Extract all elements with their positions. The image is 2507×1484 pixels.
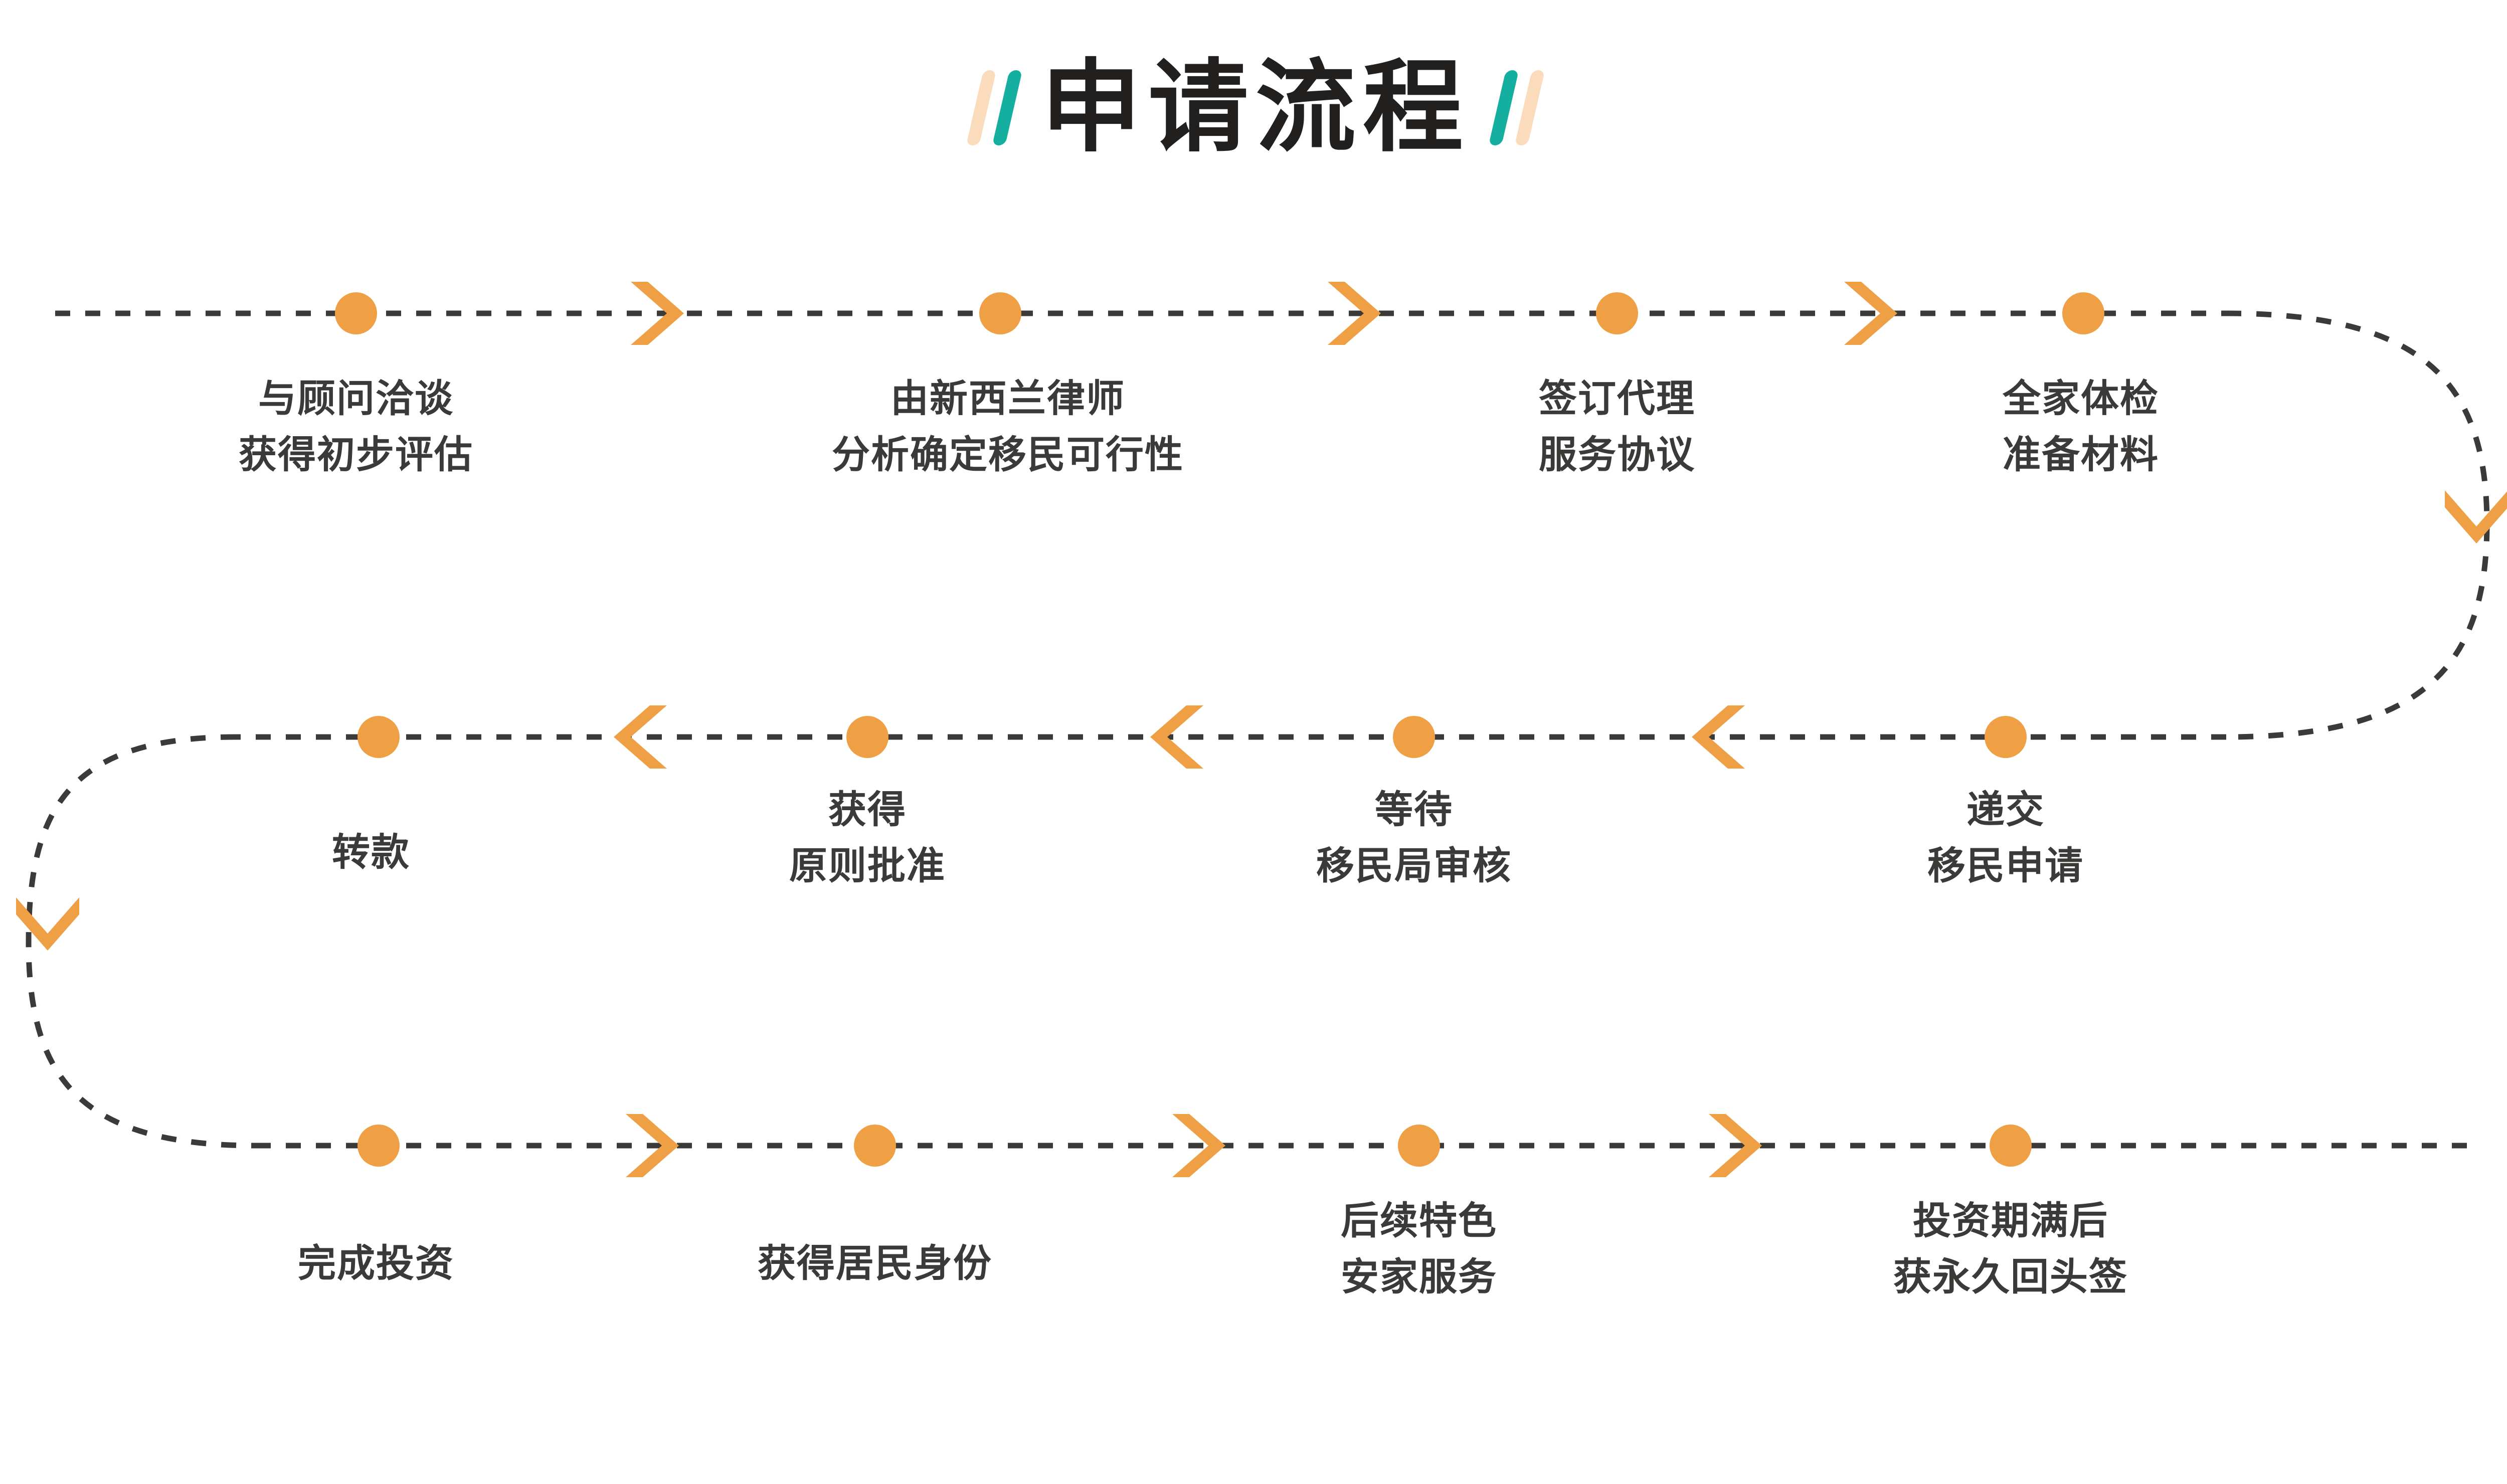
- step-node-5: [1985, 716, 2027, 758]
- chevron-left-icon: [614, 705, 667, 769]
- step-label-1: 与顾问洽谈 获得初步评估: [239, 378, 473, 477]
- arrow-group-row1: [631, 282, 1897, 345]
- step-label-10: 获得居民身份: [758, 1242, 992, 1285]
- page-header: 申请流程: [0, 50, 2507, 165]
- step-node-2: [979, 292, 1021, 334]
- step-label-5: 递交 移民申请: [1927, 789, 2084, 888]
- chevron-right-icon: [1709, 1114, 1762, 1177]
- step-node-8: [357, 716, 400, 758]
- step-node-7: [846, 716, 888, 758]
- arrow-group-row2: [614, 705, 1745, 769]
- node-dot-group: [335, 292, 2104, 1167]
- chevron-left-icon: [1692, 705, 1745, 769]
- chevron-right-icon: [1844, 282, 1897, 345]
- step-node-10: [854, 1125, 896, 1167]
- arrow-group-row3: [626, 1114, 1762, 1177]
- chevron-down-icon: [16, 897, 79, 951]
- step-label-7: 获得 原则批准: [789, 789, 946, 888]
- step-node-9: [357, 1125, 400, 1167]
- chevron-down-icon: [2445, 490, 2507, 543]
- chevron-right-icon: [1328, 282, 1381, 345]
- step-label-6: 等待 移民局审核: [1316, 789, 1512, 888]
- step-label-8: 转款: [332, 831, 410, 874]
- chevron-right-icon: [626, 1114, 679, 1177]
- step-node-12: [1990, 1125, 2032, 1167]
- step-node-4: [2062, 292, 2104, 334]
- step-label-12: 投资期满后 获永久回头签: [1893, 1200, 2128, 1299]
- chevron-right-icon: [1172, 1114, 1225, 1177]
- step-label-11: 后续特色 安家服务: [1341, 1200, 1497, 1299]
- step-node-11: [1398, 1125, 1440, 1167]
- page-title: 申请流程: [1040, 52, 1470, 163]
- step-node-1: [335, 292, 377, 334]
- flow-curve-right: [2226, 310, 2490, 740]
- chevron-right-icon: [631, 282, 684, 345]
- step-node-3: [1596, 292, 1638, 334]
- arrow-group-left-turn: [16, 897, 79, 951]
- flow-curve-left: [26, 734, 256, 1149]
- step-node-6: [1393, 716, 1435, 758]
- step-label-2: 由新西兰律师 分析确定移民可行性: [832, 378, 1184, 477]
- chevron-left-icon: [1150, 705, 1203, 769]
- arrow-group-right-turn: [2445, 490, 2507, 543]
- step-label-4: 全家体检 准备材料: [2003, 378, 2159, 477]
- step-label-9: 完成投资: [298, 1242, 454, 1285]
- step-label-3: 签订代理 服务协议: [1539, 378, 1695, 477]
